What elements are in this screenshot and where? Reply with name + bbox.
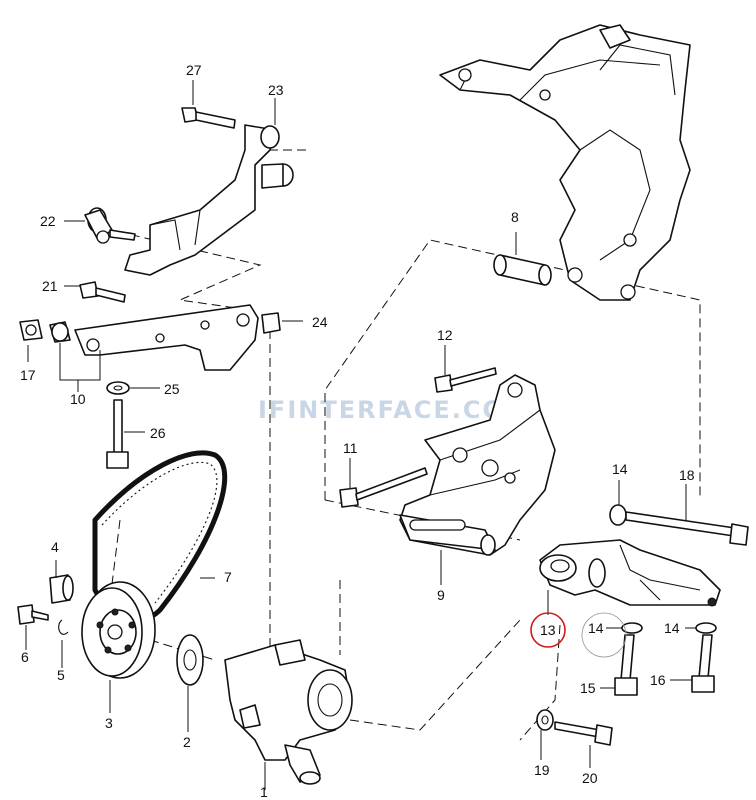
- callout-17: 17: [20, 367, 36, 383]
- callout-23: 23: [268, 82, 284, 98]
- part-14-washers: [609, 504, 717, 634]
- part-4-spacer: [49, 574, 74, 604]
- part-10-adjusting-plate: [19, 304, 281, 371]
- upper-mounting-bracket: [439, 24, 691, 301]
- callout-18: 18: [679, 467, 695, 483]
- part-12-bolt: [434, 367, 497, 393]
- callout-9: 9: [437, 587, 445, 603]
- part-5-circlip: [58, 619, 69, 635]
- callout-8: 8: [511, 209, 519, 225]
- highlight-circle-13: [530, 612, 566, 648]
- part-16-bolt: [691, 634, 715, 693]
- part-1-power-steering-pump: [224, 639, 353, 785]
- part-23-bracket: [124, 124, 294, 276]
- callout-3: 3: [105, 715, 113, 731]
- callout-25: 25: [164, 381, 180, 397]
- callout-1: 1: [260, 784, 268, 800]
- part-22-bolt: [84, 207, 136, 244]
- callout-4: 4: [51, 539, 59, 555]
- callout-6: 6: [21, 649, 29, 665]
- callout-16: 16: [650, 672, 666, 688]
- callout-14-top: 14: [612, 461, 628, 477]
- part-26-bolt: [106, 399, 129, 469]
- callout-14-right: 14: [664, 620, 680, 636]
- part-6-bolt: [17, 604, 49, 625]
- part-19-washer: [536, 709, 554, 731]
- part-3-pulley: [81, 581, 156, 679]
- leader-lines: [25, 80, 696, 790]
- callout-labels: 27 23 8 22 21 24 17 10 25 26 12 11 9 14 …: [20, 62, 695, 800]
- part-25-washer: [106, 381, 130, 395]
- part-2-gasket: [176, 634, 204, 686]
- detail-circle-14: [581, 612, 627, 658]
- callout-15: 15: [580, 680, 596, 696]
- part-13-tensioner-bracket: [539, 539, 721, 607]
- callout-24: 24: [312, 314, 328, 330]
- callout-13: 13: [540, 622, 556, 638]
- callout-5: 5: [57, 667, 65, 683]
- callout-2: 2: [183, 734, 191, 750]
- callout-12: 12: [437, 327, 453, 343]
- callout-26: 26: [150, 425, 166, 441]
- callout-10: 10: [70, 391, 86, 407]
- part-18-bolt: [625, 511, 749, 546]
- callout-14-middle: 14: [588, 620, 604, 636]
- part-15-bolt: [614, 634, 638, 696]
- callout-22: 22: [40, 213, 56, 229]
- part-9-pump-bracket: [399, 374, 556, 556]
- callout-21: 21: [42, 278, 58, 294]
- part-21-bolt: [79, 281, 126, 303]
- callout-19: 19: [534, 762, 550, 778]
- part-27-bolt: [181, 107, 236, 129]
- callout-27: 27: [186, 62, 202, 78]
- callout-7: 7: [224, 569, 232, 585]
- callout-11: 11: [343, 440, 358, 456]
- callout-20: 20: [582, 770, 598, 786]
- watermark-text: IFINTERFACE.COM: [258, 396, 531, 424]
- part-8-sleeve: [493, 254, 552, 286]
- part-11-bolt: [339, 467, 428, 508]
- part-20-bolt: [554, 721, 613, 746]
